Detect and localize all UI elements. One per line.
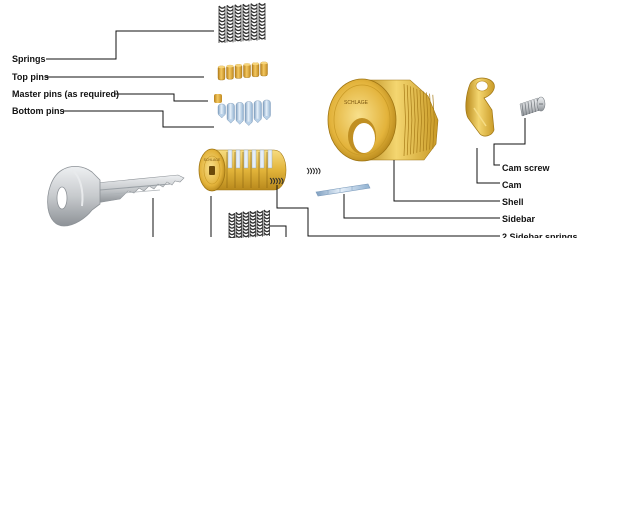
leader-springs	[46, 30, 214, 60]
shell-engraving: SCHLAGE	[344, 100, 369, 106]
master-pin-illustration	[214, 94, 222, 103]
plug-illustration: SCHLAGE	[198, 148, 287, 192]
bottom-pins-illustration	[217, 99, 271, 126]
leader-sidebar-springs	[276, 185, 500, 237]
label-bottom-pins: Bottom pins	[12, 106, 65, 116]
label-top-pins: Top pins	[12, 72, 49, 82]
label-sidebar: Sidebar	[502, 214, 536, 224]
leader-lines	[46, 30, 526, 237]
label-shell: Shell	[502, 197, 524, 207]
label-cam: Cam	[502, 180, 522, 190]
leader-cam	[476, 148, 500, 184]
top-pins-illustration	[217, 61, 268, 81]
leader-cam-screw	[493, 118, 526, 166]
sidebar-illustration	[315, 183, 371, 197]
label-springs: Springs	[12, 54, 46, 64]
springs-illustration	[218, 2, 266, 43]
sidebar-springs-illustration	[269, 167, 321, 185]
cam-screw-illustration	[519, 96, 546, 117]
leader-shell	[393, 160, 500, 202]
label-sidebar-springs: 2 Sidebar springs	[502, 232, 578, 242]
plug-engraving: SCHLAGE	[204, 158, 221, 162]
lower-springs-illustration	[228, 209, 270, 239]
cam-illustration	[465, 77, 495, 137]
label-master-pins: Master pins (as required)	[12, 89, 119, 99]
key-illustration	[47, 166, 185, 227]
leader-sidebar	[343, 194, 500, 219]
leader-bottom-pins	[63, 110, 214, 128]
shell-illustration: SCHLAGE	[327, 78, 439, 162]
leader-lower-springs	[270, 225, 287, 237]
blank-area	[0, 238, 640, 512]
leader-master-pins	[114, 93, 208, 102]
label-cam-screw: Cam screw	[502, 163, 551, 173]
